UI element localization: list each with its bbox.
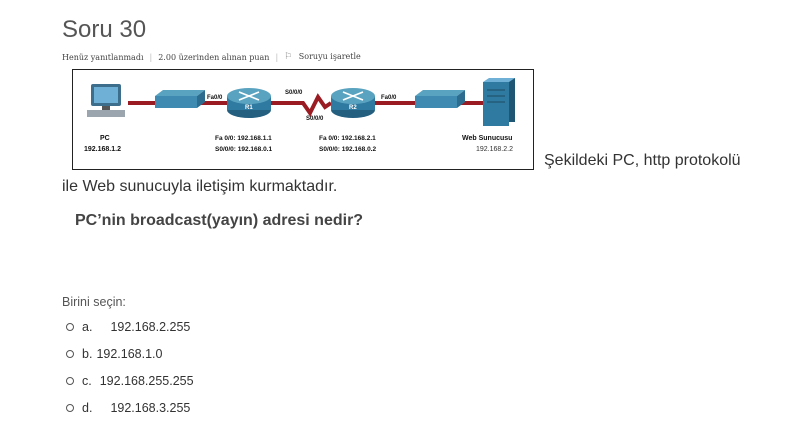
r1-fa-ip-label: Fa 0/0: 192.168.1.1 [215, 135, 272, 142]
flag-icon: ⚐ [284, 52, 293, 62]
answer-option-c[interactable]: c. 192.168.255.255 [66, 374, 194, 388]
option-text: 192.168.3.255 [110, 401, 191, 415]
option-letter: b. [82, 347, 93, 361]
flag-question-button[interactable]: ⚐ Soruyu işaretle [284, 52, 361, 62]
pc-ip-label: 192.168.1.2 [84, 146, 121, 153]
question-title: Soru 30 [62, 16, 147, 43]
question-status: Henüz yanıtlanmadı [62, 52, 144, 62]
question-meta: Henüz yanıtlanmadı | 2.00 üzerinden alın… [62, 52, 361, 62]
flag-question-label: Soruyu işaretle [298, 52, 361, 61]
option-letter: a. [82, 320, 93, 334]
answer-option-b[interactable]: b. 192.168.1.0 [66, 347, 162, 361]
switch2-icon [415, 90, 465, 108]
serial-port-label-top: S0/0/0 [285, 90, 303, 96]
option-text: 192.168.1.0 [96, 347, 163, 361]
router-r1-icon [227, 88, 271, 118]
radio-button-c[interactable] [66, 377, 74, 385]
radio-button-a[interactable] [66, 323, 74, 331]
network-topology-figure: R1 R2 Fa0/0 S0/0/0 S0/0/0 Fa0/0 [72, 69, 534, 170]
radio-button-b[interactable] [66, 350, 74, 358]
question-score: 2.00 üzerinden alınan puan [158, 52, 270, 62]
server-label: Web Sunucusu [462, 135, 512, 142]
server-icon [483, 78, 515, 126]
r2-fa-port-label: Fa0/0 [381, 95, 397, 101]
question-prompt: PC’nin broadcast(yayın) adresi nedir? [75, 212, 364, 229]
answer-option-a[interactable]: a. 192.168.2.255 [66, 320, 190, 334]
option-letter: c. [82, 374, 92, 388]
radio-button-d[interactable] [66, 404, 74, 412]
router-r2-name: R2 [349, 105, 357, 111]
switch1-icon [155, 90, 205, 108]
meta-separator: | [275, 52, 279, 62]
option-letter: d. [82, 401, 93, 415]
router-r1-name: R1 [245, 105, 253, 111]
choose-one-label: Birini seçin: [62, 295, 126, 309]
question-text-line1: Şekildeki PC, http protokolü [544, 152, 741, 169]
r2-serial-ip-label: S0/0/0: 192.168.0.2 [319, 146, 376, 153]
r2-fa-ip-label: Fa 0/0: 192.168.2.1 [319, 135, 376, 142]
option-text: 192.168.2.255 [110, 320, 191, 334]
r1-serial-ip-label: S0/0/0: 192.168.0.1 [215, 146, 272, 153]
pc-icon [87, 84, 125, 117]
serial-link [265, 93, 333, 117]
option-text: 192.168.255.255 [99, 374, 194, 388]
router-r2-icon [331, 88, 375, 118]
pc-label: PC [100, 135, 110, 142]
server-ip-label: 192.168.2.2 [476, 146, 513, 153]
r1-fa-port-label: Fa0/0 [207, 95, 223, 101]
answer-option-d[interactable]: d. 192.168.3.255 [66, 401, 190, 415]
question-text-line2: ile Web sunucuyla iletişim kurmaktadır. [62, 178, 338, 195]
meta-separator: | [149, 52, 153, 62]
network-topology-diagram: R1 R2 Fa0/0 S0/0/0 S0/0/0 Fa0/0 [84, 78, 515, 153]
serial-port-label-bottom: S0/0/0 [306, 116, 324, 122]
